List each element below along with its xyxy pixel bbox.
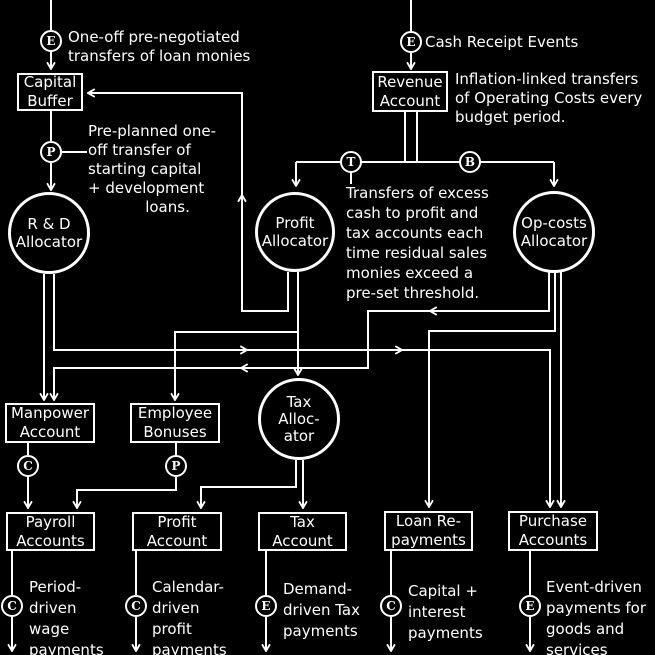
badge-purchase-out: E [519, 595, 541, 617]
note-loan-payments: Capital + interest payments [408, 582, 483, 642]
node-payroll-accounts: Payroll Accounts [6, 512, 95, 551]
note-purchase-payments: Event-driven payments for goods and serv… [546, 578, 647, 655]
badge-loan-out: C [380, 595, 402, 617]
node-loan-repayments: Loan Re- payments [384, 511, 473, 551]
node-profit-account: Profit Account [132, 512, 222, 551]
node-revenue-account: Revenue Account [372, 71, 448, 112]
edge-profit-to-employee-bonuses [175, 331, 298, 400]
badge-threshold: T [340, 151, 362, 173]
edge-rd-to-purchase [53, 274, 550, 507]
note-loan-transfers: One-off pre-negotiated transfers of loan… [68, 28, 251, 65]
node-employee-bonuses: Employee Bonuses [130, 403, 220, 443]
badge-profit-out: C [125, 595, 147, 617]
edge-taxalloc-to-profit-account [201, 460, 297, 508]
node-profit-allocator: Profit Allocator [255, 192, 335, 272]
node-purchase-accounts: Purchase Accounts [508, 511, 598, 551]
node-manpower-account: Manpower Account [5, 403, 95, 443]
note-cash-receipt-events: Cash Receipt Events [425, 33, 579, 51]
badge-payroll-out: C [1, 595, 23, 617]
badge-budget: B [459, 151, 481, 173]
node-capital-buffer: Capital Buffer [17, 73, 83, 111]
node-tax-allocator: Tax Alloc- ator [258, 378, 340, 460]
note-preplanned-transfer: Pre-planned one- off transfer of startin… [88, 122, 216, 216]
edge-p-badge-to-payroll [77, 477, 177, 508]
node-opcosts-allocator: Op-costs Allocator [513, 191, 595, 273]
badge-preplanned: P [40, 141, 62, 163]
badge-cash-receipt: E [400, 31, 422, 53]
node-tax-account: Tax Account [258, 512, 347, 551]
edge-profit-to-capital-buffer [88, 93, 289, 312]
badge-manpower-out: C [17, 455, 39, 477]
node-rd-allocator: R & D Allocator [8, 192, 90, 274]
badge-loan-event: E [40, 30, 62, 52]
note-excess-cash: Transfers of excess cash to profit and t… [346, 184, 489, 302]
badge-bonuses-out: P [165, 455, 187, 477]
edge-opcosts-to-manpower [54, 272, 550, 400]
note-wage-payments: Period- driven wage payments [29, 578, 104, 655]
note-inflation-transfers: Inflation-linked transfers of Operating … [455, 70, 643, 126]
edge-opcosts-to-loan-repayments [429, 272, 556, 507]
note-profit-payments: Calendar- driven profit payments [152, 578, 227, 655]
note-tax-payments: Demand- driven Tax payments [283, 580, 360, 640]
badge-tax-out: E [255, 595, 277, 617]
